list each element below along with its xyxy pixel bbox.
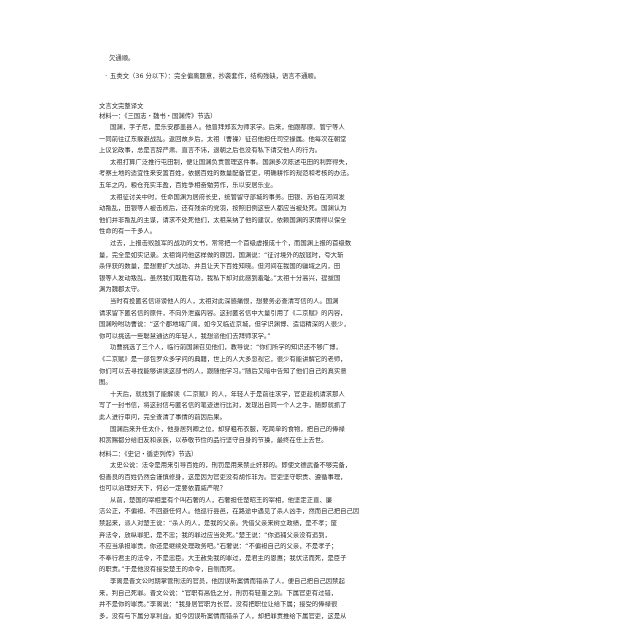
paragraph-line: 过去，上报击败敌军的战功的文书，常常把一个首级虚报成十个，而国渊上报的首级数 (110, 240, 352, 247)
section-title: 文言文完整译文 (99, 103, 144, 110)
grading-line-5: 五类文（36 分以下）：完全偏离题意，抄袭套作，结构残缺，语言不通顺。 (110, 73, 321, 80)
paragraph-line: 国渊吩咐功曹说：“这个郡地域广阔，如今又临近京城，但学识渊博、造诣精深的人很少， (99, 321, 350, 329)
paragraph-line: 杀俘获的数量，是想要扩大战功、并且让天下百姓知晓。但河间在我国的疆域之内，田 (99, 263, 341, 271)
paragraph-line: 来，判自己死罪。晋文公说：“官职有高低之分，刑罚有轻重之别。下属官吏有过错， (99, 589, 338, 597)
paragraph-line: 弃法令，放纵罪犯，是不忠；我的罪过应当处死。”楚王说：“你追捕父亲没有追到， (99, 531, 331, 539)
paragraph-line: 太祖征讨关中时，任命国渊为居府长史，统管留守部城的事务。田银、苏伯在河间发 (110, 193, 345, 201)
paragraph-line: 银等人发动叛乱，虽然我们取胜有功，我私下却对此感到羞耻。”太祖十分高兴，提拔国 (99, 274, 341, 282)
paragraph-line: 并不是你的罪责。”李离说：“我身居官职为长官，没有把职位让给下属；接受的俸禄很 (99, 601, 338, 609)
material-one-title: 材料一：《三国志・魏书・国渊传》节选） (99, 113, 217, 120)
material-two-title: 材料二：《史记・循吏列传》节选） (99, 451, 198, 458)
paragraph-line: 你可以挑选一些聪慧通达的年轻人，我想派他们去拜师求学。” (99, 332, 271, 340)
paragraph-line: 当时有投匿名信诽谤他人的人，太祖对此深感痛恨，想要务必查清写信的人。国渊 (110, 298, 339, 305)
paragraph-line: 渊为魏郡太守。 (99, 286, 144, 294)
paragraph-line: 不奉行君主的法令，不是忠臣。大王赦免我的罪过，是君主的恩惠；我伏法而死，是臣子 (99, 554, 347, 562)
paragraph-line: 太祖打算广泛推行屯田制，便让国渊负责管理这件事。国渊多次陈述屯田的利弊得失， (110, 158, 352, 166)
paragraph-line: 动叛乱，田银等人被击败后，还有残余的党羽，按照旧例这些人都应当被处死。国渊认为 (99, 205, 347, 213)
paragraph-line: 不应当承担罪责，你还是继续处理政务吧。”石奢说：“不偏袒自己的父亲，不是孝子； (99, 543, 338, 551)
paragraph-line: 此人进行审问，完全查清了事情的前因后果。 (99, 414, 226, 421)
paragraph-line: 五年之内，粮仓充实丰盈，百姓争相奋勉劳作，乐以安居乐业。 (99, 182, 277, 189)
paragraph-line: 从前，楚国的宰相里有个叫石奢的人，石奢担任楚昭王的宰相，他坚定正直、廉 (110, 496, 333, 504)
paragraph-line: 国渊后来升任太仆，他身居列卿之位，却穿粗布衣服，吃简单的食物，把自己的俸禄 (110, 425, 345, 433)
paragraph-line: 但善良的百姓仍然会谨慎修身，这是因为官吏没有胡作非为。官吏坚守职责、遵循事理， (99, 473, 347, 481)
paragraph-line: 多，没有与下属分享利益。如今因误听案情而错杀了人，却把罪责推给下属官吏，这是从 (99, 612, 347, 620)
paragraph-line: 量，完全是如实记录。太祖询问他这样做的原因，国渊说：“征讨境外的敌寇时，夸大斩 (99, 251, 344, 259)
paragraph-line: 《二京赋》是一部包罗众多学问的典籍，世上的人大多忽视它，很少有能讲解它的老师， (99, 356, 347, 363)
paragraph-line: 太史公说：法令是用来引导百姓的，刑罚是用来禁止奸邪的。即使文德武备不够完备， (110, 462, 352, 469)
paragraph-line: 和赏赐都分给旧友和亲族，以恭敬节俭的品行坚守自身的节操，最终在任上去世。 (99, 437, 328, 445)
paragraph-line: 一同前往辽东躲避战乱。返回故乡后，太祖（曹操）征召他担任司空掾属。他每次在朝堂 (99, 135, 347, 143)
paragraph-line: 上议论政事，总是言辞严肃、直言不讳，退朝之后也没有私下请交他人的行为。 (99, 147, 322, 155)
paragraph-line: 性命的有一千多人。 (99, 228, 157, 236)
paragraph-line: 功曹挑选了三个人，临行前国渊召见他们，教导说：“你们所学的知识还不够广博， (110, 344, 342, 352)
paragraph-line: 国渊，字子尼，是乐安郡盖县人。他曾拜郑玄为师求学。后来，他跟邴原、管宁等人 (110, 124, 345, 131)
paragraph-line: 请求留下匿名信的原件，不向外泄露内容。这封匿名信中大量引用了《二京赋》的内容， (99, 309, 347, 317)
paragraph-line: 图。 (99, 379, 112, 387)
paragraph-line: 写了一封书信，将这封信与匿名信的笔迹进行比对，发现出自同一个人之手，随即就抓了 (99, 402, 347, 410)
paragraph-line: 李离是晋文公时期掌管刑法的官员，他因误听案情而错杀了人，便自己把自己因禁起 (110, 578, 345, 585)
paragraph-line: 考察土地的适宜性来安置百姓，依据百姓的数量配备官吏，明确耕作的规范和考核的办法。 (99, 170, 353, 178)
paragraph-line: 你们可以去寻找能够讲读这部书的人，跟随他学习。”随后又暗中告知了他们自己的真实意 (99, 367, 347, 375)
paragraph-line: 禁起来，派人对楚王说：“杀人的人，是我的父亲。凭借父亲来树立政绩，是不孝；废 (99, 520, 338, 527)
paragraph-line: 十天后，就找到了能解读《二京赋》的人，年轻人于是前往求学，官吏趁机请求那人 (110, 390, 345, 398)
paragraph-line: 洁公正，不偏袒、不回避任何人。他巡行县邑，在路途中遇见了杀人凶手，然而自己把自己… (99, 508, 360, 516)
paragraph-line: 他们并非叛乱的主谋，请求不处死他们，太祖采纳了他的建议，依赖国渊的求情得以保全 (99, 216, 347, 224)
paragraph-line: 也可以治理好天下，何必一定要依靠威严呢？ (99, 485, 226, 493)
grading-line-4: 欠通顺。 (109, 55, 135, 62)
bullet-icon: · (105, 72, 108, 80)
paragraph-line: 的职责。”于是他没有接受楚王的命令，自刎而死。 (99, 566, 239, 574)
